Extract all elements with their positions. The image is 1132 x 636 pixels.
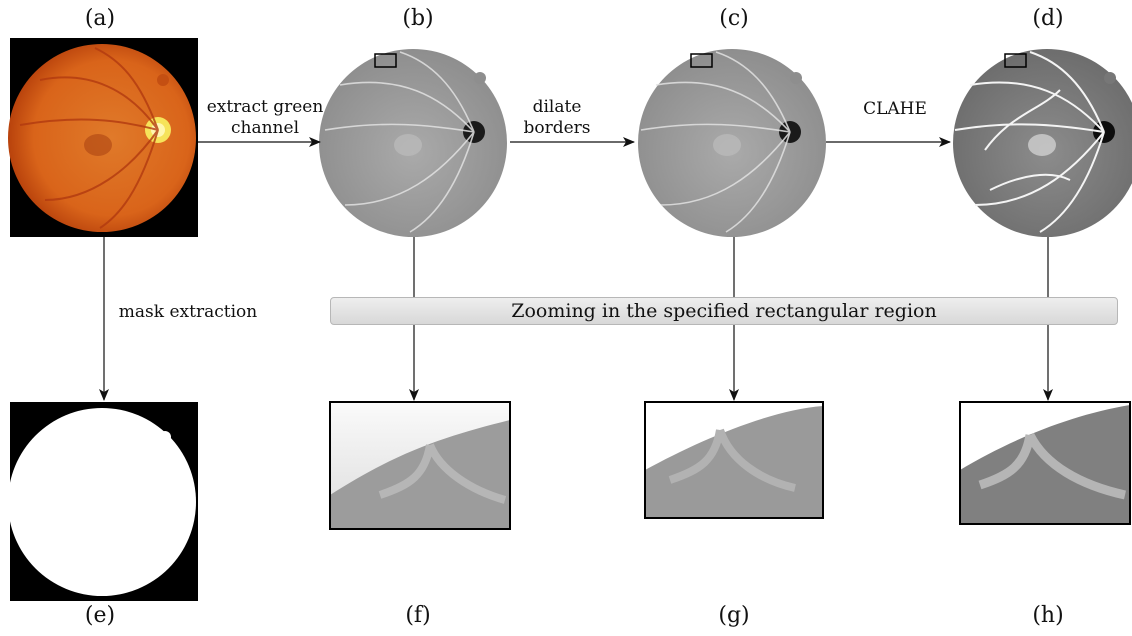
panel-label-h: (h) (1032, 603, 1064, 628)
flow-arrows (99, 137, 1053, 401)
zoom-dilated-borders (644, 401, 824, 519)
green-channel-image (319, 49, 507, 237)
panel-label-g: (g) (718, 603, 750, 628)
panel-label-b: (b) (402, 6, 434, 31)
clahe-image (953, 49, 1132, 237)
panel-label-a: (a) (84, 6, 116, 31)
zoom-green-channel (329, 401, 511, 530)
step-clahe-label: CLAHE (863, 99, 927, 119)
fundus-color-image (8, 38, 198, 237)
dilated-borders-image (638, 49, 826, 237)
panel-label-d: (d) (1032, 6, 1064, 31)
step-extract-label: extract green channel (201, 97, 329, 139)
panel-label-f: (f) (405, 603, 431, 628)
panel-label-c: (c) (719, 6, 749, 31)
step-extract-line2: channel (231, 118, 299, 138)
panel-label-e: (e) (84, 603, 116, 628)
zoom-banner-text: Zooming in the specified rectangular reg… (511, 300, 937, 322)
zoom-clahe (959, 401, 1131, 525)
mask-image (8, 402, 198, 601)
step-dilate-line1: dilate (532, 97, 582, 117)
step-mask-label: mask extraction (118, 302, 258, 322)
step-dilate-line2: borders (523, 118, 591, 138)
step-dilate-label: dilate borders (522, 97, 592, 139)
zoom-banner: Zooming in the specified rectangular reg… (330, 297, 1118, 325)
step-extract-line1: extract green (206, 97, 324, 117)
